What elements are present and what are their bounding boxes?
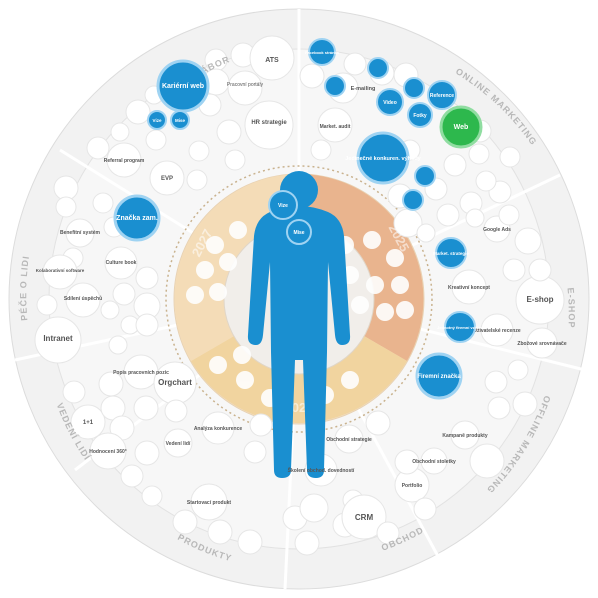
kampane-label: Kampaně produkty	[442, 433, 488, 439]
znacka-zam-text: Značka zam.	[116, 215, 158, 222]
evp-label: EVP	[161, 176, 173, 182]
fotky-bubble	[407, 102, 433, 128]
svg-text:Jednotný firemní vzhled: Jednotný firemní vzhled	[437, 325, 483, 330]
popis-pozic-label: Popis pracovních pozic	[113, 370, 169, 376]
market-audit-label: Market. audit	[320, 124, 351, 130]
jedinecne-text: Jedinečné konkuren. výhody	[345, 156, 421, 162]
culture-book-label: Culture book	[106, 260, 137, 266]
google-ads-label: Google Ads	[483, 227, 511, 233]
svg-text:Mise: Mise	[293, 230, 304, 236]
orgchart-label: Orgchart	[158, 378, 192, 387]
feature-bubble-b	[402, 189, 424, 211]
segment-label-eshop: E-SHOP	[565, 287, 576, 329]
svg-text:Facebook stránka: Facebook stránka	[305, 50, 340, 55]
mise-bubble	[286, 219, 312, 245]
linkedin-bubble	[367, 57, 389, 79]
sdileni-uspechu-label: Sdílení úspěchů	[64, 295, 102, 302]
zbozove-label: Zbožové srovnávače	[517, 341, 566, 347]
svg-text:Firemní značka: Firemní značka	[417, 374, 461, 380]
emailing-label: E-mailing	[351, 86, 376, 92]
svg-text:Fotky: Fotky	[413, 113, 427, 119]
eshop-label: E-shop	[526, 295, 553, 304]
startovaci-produkt-label: Startovací produkt	[187, 500, 232, 506]
facebook-bubble	[308, 38, 336, 66]
portfolio-label: Portfolio	[402, 483, 423, 489]
hr-strategie-label: HR strategie	[251, 120, 287, 126]
jedinecne-bubble	[356, 131, 410, 185]
kolaborativni-label: Kolaborativní software	[36, 268, 85, 273]
reference-bubble	[427, 80, 457, 110]
pracovni-portaly-label: Pracovní portály	[227, 82, 264, 88]
svg-text:Vize: Vize	[153, 118, 162, 123]
outer-dots	[34, 35, 565, 556]
svg-text:Web: Web	[454, 124, 469, 131]
svg-text:Vize: Vize	[278, 203, 288, 209]
jednotny-vzhled-bubble	[444, 311, 476, 343]
karierni-web-text: Kariérní web	[162, 83, 204, 90]
market-strategie-bubble	[435, 237, 467, 269]
ats-label: ATS	[265, 57, 279, 64]
feature-bubble-a	[414, 165, 436, 187]
svg-text:Reference: Reference	[430, 93, 454, 99]
video-bubble	[376, 88, 404, 116]
analyza-konkurence-label: Analýza konkurence	[194, 426, 243, 432]
highlight-bubbles: Kariérní web Značka zam. Vize Mise Jedin…	[113, 38, 483, 400]
year-ring-dashed	[165, 165, 433, 433]
web-bubble	[439, 105, 483, 149]
referral-label: Referral program	[104, 158, 145, 164]
uzivatelske-recenze-label: Uživatelské recenze	[473, 328, 520, 334]
intranet-label: Intranet	[43, 334, 73, 343]
svg-text:Mise: Mise	[175, 118, 186, 123]
vize-bubble	[268, 190, 298, 220]
vedeni-lidi-label: Vedení lidí	[166, 441, 191, 447]
svg-text:Market. strategie: Market. strategie	[433, 251, 469, 256]
skoleni-label: Školení obchod. dovedností	[288, 466, 355, 474]
obchodni-strategie-label: Obchodní strategie	[326, 437, 372, 443]
hodnoceni-label: Hodnocení 360°	[89, 449, 127, 455]
segment-label-pece-o-lidi: PÉČE O LIDI	[17, 255, 31, 321]
znacka-zam-bubble	[113, 194, 161, 242]
crm-label: CRM	[355, 513, 374, 522]
instagram-bubble	[324, 75, 346, 97]
1na1-label: 1+1	[83, 420, 94, 426]
kreativni-koncept-label: Kreativní koncept	[448, 285, 490, 291]
mise-small-bubble	[170, 110, 190, 130]
ring-labels: ATS Pracovní portály HR strategie Market…	[36, 57, 567, 522]
benefitni-system-label: Benefitní systém	[60, 230, 101, 236]
obchodni-stoletky-label: Obchodní stoletky	[412, 459, 456, 465]
vize-small-bubble	[147, 110, 167, 130]
youtube-bubble	[403, 77, 425, 99]
svg-text:Video: Video	[383, 100, 397, 106]
firemni-znacka-bubble	[415, 352, 463, 400]
